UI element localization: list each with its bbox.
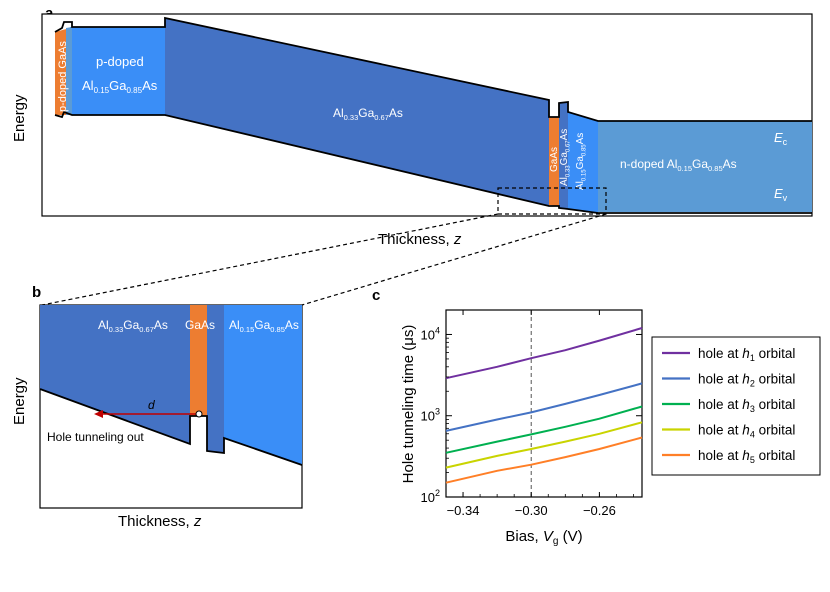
y-tick-label: 103: [421, 407, 440, 424]
b-gaas-label: GaAs: [185, 318, 215, 332]
chart-ylabel: Hole tunneling time (μs): [400, 325, 417, 484]
b-al15-formula: Al0.15Ga0.85As: [229, 318, 299, 334]
chart-plot-frame: [445, 309, 643, 498]
b-al15-region: [224, 305, 302, 465]
y-tick-label: 102: [421, 488, 440, 505]
distance-label: d: [148, 398, 155, 412]
series-line-h2: [445, 382, 643, 432]
gaas-well-region: [549, 117, 559, 206]
b-al33-thin-region: [207, 305, 224, 453]
valence-band-line: [54, 110, 812, 214]
panel-a: p-doped GaAs p-doped Al0.15Ga0.85As Al0.…: [41, 13, 813, 217]
al33-formula: Al0.33Ga0.67As: [333, 106, 403, 122]
series-line-h5: [445, 436, 643, 484]
b-gaas-region: [190, 305, 207, 416]
legend-label-h3: hole at h3 orbital: [698, 397, 795, 414]
series-line-h1: [445, 327, 643, 380]
series-line-h4: [445, 421, 643, 469]
al33-thin-region: [559, 102, 568, 209]
panel-a-ylabel: Energy: [11, 94, 28, 142]
b-al33-region: [40, 305, 190, 444]
zoom-box: [497, 187, 607, 215]
legend-label-h1: hole at h1 orbital: [698, 346, 795, 363]
pdoped-gaas-label: p-doped GaAs: [57, 41, 69, 112]
b-al33-formula: Al0.33Ga0.67As: [98, 318, 168, 334]
panel-b-label: b: [32, 284, 41, 301]
conduction-band-line: [54, 16, 812, 122]
x-tick-label: −0.26: [583, 503, 616, 518]
x-tick-label: −0.30: [515, 503, 548, 518]
ec-label: Ec: [774, 130, 788, 147]
al33-thin-formula: Al0.33Ga0.67As: [559, 129, 572, 186]
pdoped-al15-region: [70, 27, 165, 115]
panel-c-label: c: [372, 287, 380, 304]
ndoped-region: [598, 121, 812, 212]
ev-label: Ev: [774, 186, 788, 203]
x-tick-label: −0.34: [447, 503, 480, 518]
ndoped-label: n-doped Al0.15Ga0.85As: [620, 157, 737, 173]
gaas-well-label: GaAs: [549, 147, 560, 172]
legend-label-h2: hole at h2 orbital: [698, 372, 795, 389]
pdoped-al15-formula: Al0.15Ga0.85As: [82, 78, 158, 95]
panel-c-chart: −0.34 −0.30 −0.26 102 103 104: [421, 309, 643, 518]
pdoped-label: p-doped: [96, 54, 144, 69]
legend-label-h5: hole at h5 orbital: [698, 448, 795, 465]
panel-b-ylabel: Energy: [11, 377, 28, 425]
zoom-line-left: [41, 213, 499, 306]
b-valence-band-line: [39, 388, 303, 466]
y-tick-label: 104: [421, 325, 440, 342]
panel-b: Al0.33Ga0.67As GaAs Al0.15Ga0.85As d Hol…: [39, 304, 303, 509]
al15-thin-formula: Al0.15Ga0.85As: [575, 133, 588, 190]
legend-label-h4: hole at h4 orbital: [698, 423, 795, 440]
hole-marker: [195, 410, 203, 418]
panel-a-xlabel: Thickness, z: [378, 231, 462, 248]
panel-b-xlabel: Thickness, z: [118, 513, 202, 530]
legend-frame: [651, 336, 821, 476]
series-line-h3: [445, 405, 643, 454]
chart-legend: hole at h1 orbital hole at h2 orbital hole…: [651, 336, 821, 476]
tunneling-arrowhead: [94, 410, 103, 418]
zoom-line-right: [301, 213, 607, 306]
chart-xlabel: Bias, Vg (V): [505, 528, 582, 547]
tunneling-label: Hole tunneling out: [47, 430, 144, 444]
al33-region: [165, 18, 549, 206]
